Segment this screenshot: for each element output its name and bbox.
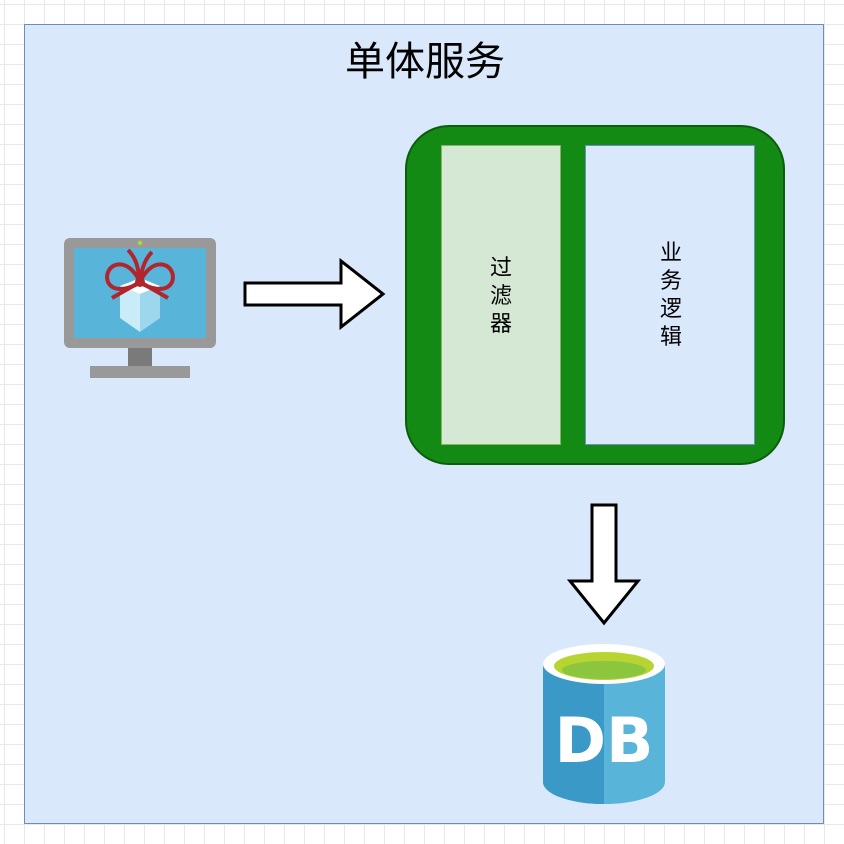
business-logic-block: [585, 145, 755, 445]
filter-block: [441, 145, 561, 445]
computer-with-gift-icon: [64, 238, 216, 378]
diagram-title: 单体服务: [345, 39, 505, 85]
filter-label: 过滤器: [489, 256, 512, 337]
database-label: DB: [555, 704, 654, 777]
business-logic-label: 业务逻辑: [659, 241, 682, 350]
database-icon: DB: [543, 644, 665, 804]
arrow-down-icon: [566, 503, 642, 626]
arrow-right-icon: [243, 257, 386, 331]
